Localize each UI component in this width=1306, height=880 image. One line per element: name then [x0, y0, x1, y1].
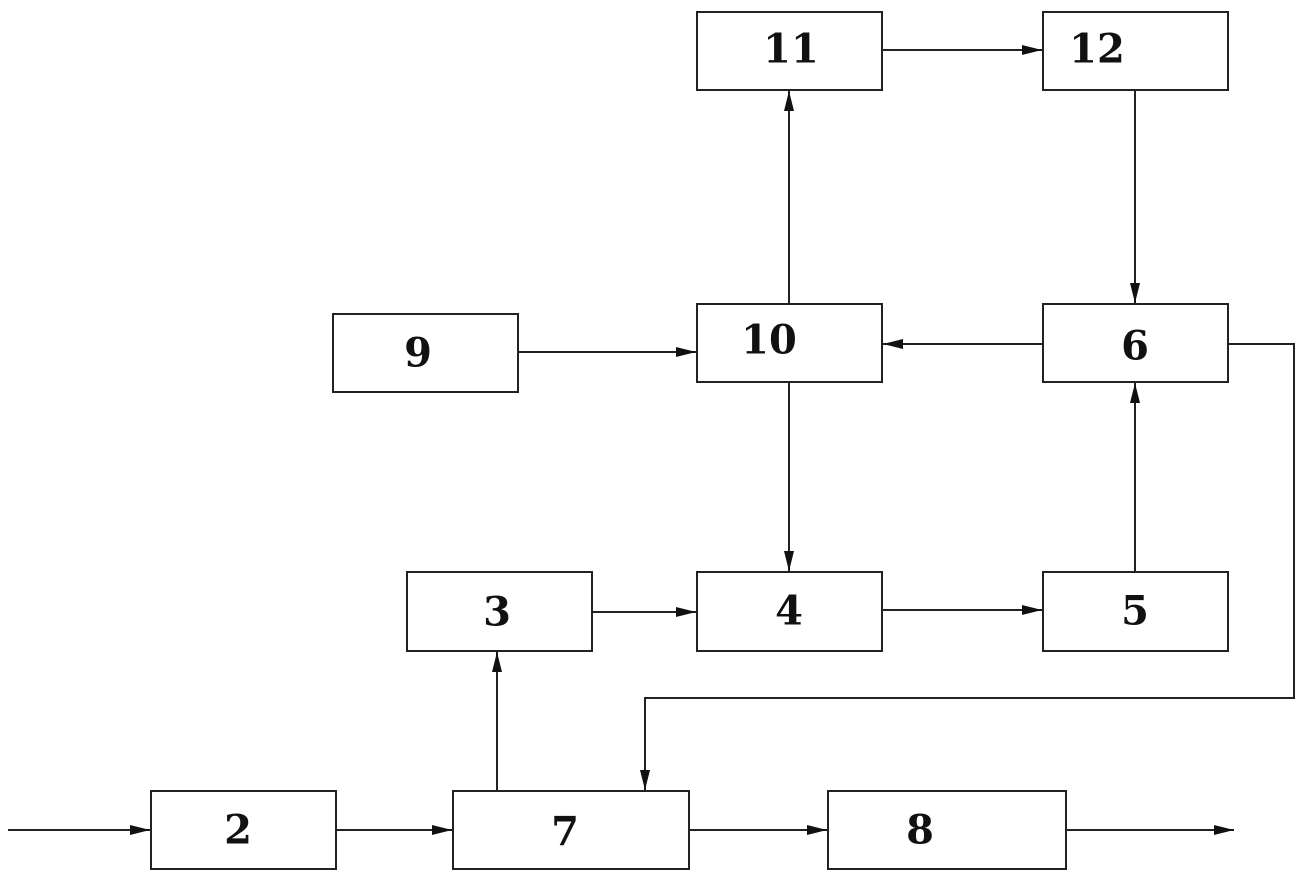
- node-7-label: 7: [551, 809, 579, 856]
- node-5: 5: [1042, 571, 1229, 652]
- diagram-edges: [8, 45, 1295, 835]
- node-12: 12: [1042, 11, 1229, 91]
- node-3-label: 3: [483, 589, 511, 636]
- node-6: 6: [1042, 303, 1229, 383]
- node-5-label: 5: [1121, 588, 1149, 635]
- node-4: 4: [696, 571, 883, 652]
- node-11: 11: [696, 11, 883, 91]
- node-8: 8: [827, 790, 1067, 870]
- node-2-label: 2: [224, 807, 252, 854]
- node-9-label: 9: [404, 330, 432, 377]
- node-8-label: 8: [906, 807, 934, 854]
- node-11-label: 11: [763, 26, 819, 73]
- node-4-label: 4: [775, 588, 803, 635]
- node-3: 3: [406, 571, 593, 652]
- node-6-label: 6: [1121, 323, 1149, 370]
- node-10: 10: [696, 303, 883, 383]
- edge-6-to-7: [640, 343, 1295, 790]
- node-9: 9: [332, 313, 519, 393]
- node-12-label: 12: [1069, 26, 1125, 73]
- node-7: 7: [452, 790, 690, 870]
- node-10-label: 10: [741, 317, 797, 364]
- diagram-nodes: 2 3 4 5 6 7 8 9: [150, 11, 1229, 870]
- node-2: 2: [150, 790, 337, 870]
